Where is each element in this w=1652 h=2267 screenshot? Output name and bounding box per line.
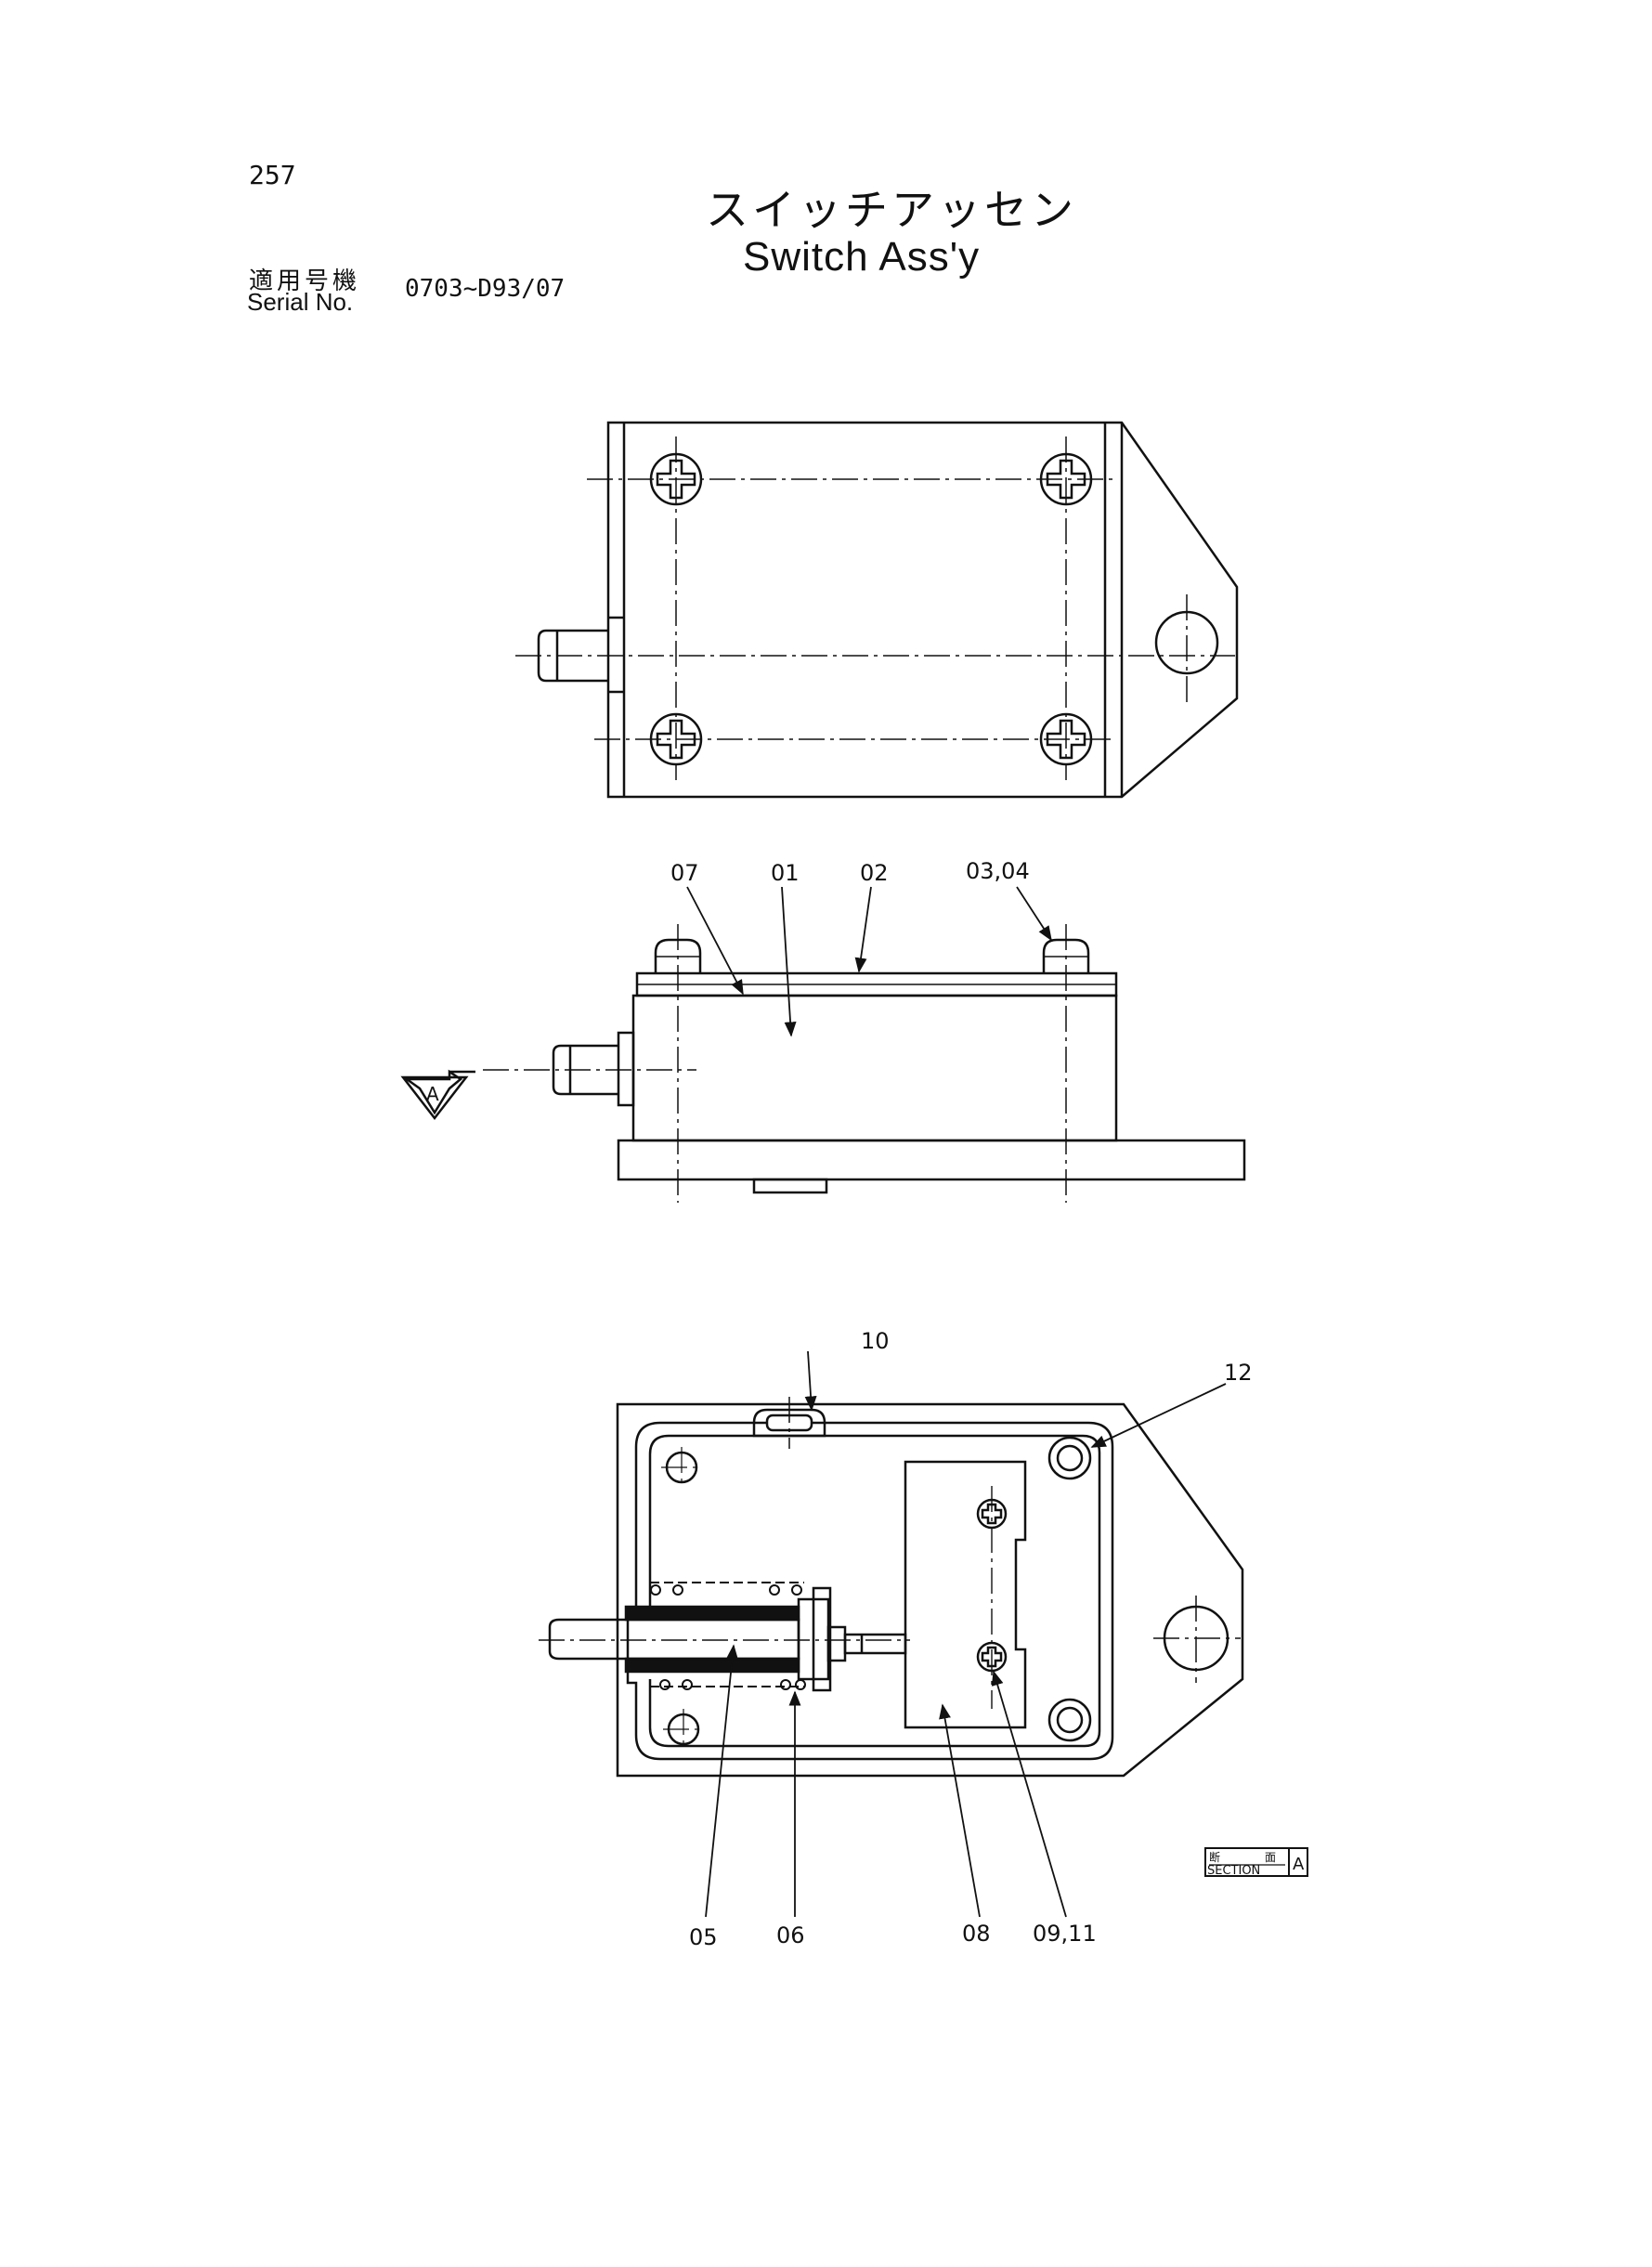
- section-outline: [616, 1402, 1244, 1778]
- section-jp-right: 面: [1265, 1851, 1276, 1864]
- page-number: 257: [249, 160, 296, 190]
- serial-label-japanese: 適用号機: [249, 267, 361, 295]
- inner-housing: [626, 1421, 1114, 1761]
- part-label-12: 12: [1224, 1360, 1253, 1386]
- side-view: A 07 01 02 03,04: [400, 858, 1246, 1203]
- side-shaft: [552, 1044, 618, 1096]
- mounting-hole: [1154, 610, 1219, 675]
- boss-hole: [1047, 1698, 1092, 1742]
- shaft-sleeve: [624, 1657, 800, 1674]
- plunger-pin: [843, 1633, 907, 1655]
- part-label-03-04: 03,04: [966, 858, 1030, 884]
- part-label-06: 06: [776, 1922, 805, 1948]
- microswitch: [904, 1460, 1027, 1729]
- view-marker-label: A: [426, 1083, 439, 1105]
- part-label-10: 10: [861, 1328, 890, 1354]
- boss-hole: [1047, 1436, 1092, 1480]
- part-label-09-11: 09,11: [1033, 1921, 1097, 1947]
- shaft-sleeve: [624, 1605, 800, 1622]
- section-jp-left: 断: [1209, 1850, 1220, 1864]
- title-english: Switch Ass'y: [743, 234, 981, 280]
- spring: [650, 1582, 806, 1690]
- phillips-screw-icon: [649, 452, 703, 506]
- base-plate: [617, 1139, 1246, 1181]
- section-label-box: 断 面 SECTION A: [1204, 1847, 1308, 1878]
- title-japanese: スイッチアッセン: [706, 185, 1077, 235]
- part-label-05: 05: [689, 1924, 718, 1950]
- phillips-screw-icon: [1039, 712, 1093, 766]
- serial-label-english: Serial No.: [247, 288, 354, 316]
- part-label-07: 07: [670, 860, 699, 886]
- switch-body: [631, 994, 1118, 1142]
- phillips-screw-icon: [649, 712, 703, 766]
- shaft: [548, 1618, 800, 1661]
- section-letter: A: [1293, 1855, 1305, 1874]
- part-label-02: 02: [860, 860, 889, 886]
- view-arrow-icon: [400, 1069, 475, 1121]
- part-label-01: 01: [771, 860, 800, 886]
- serial-number-value: 0703~D93/07: [405, 275, 566, 303]
- phillips-screw-icon: [976, 1498, 1008, 1530]
- part-label-08: 08: [962, 1921, 991, 1947]
- section-label: SECTION: [1207, 1864, 1260, 1878]
- top-view: [515, 421, 1239, 799]
- phillips-screw-icon: [1039, 452, 1093, 506]
- section-view: 10 12 05 06 08 09,11: [539, 1328, 1253, 1950]
